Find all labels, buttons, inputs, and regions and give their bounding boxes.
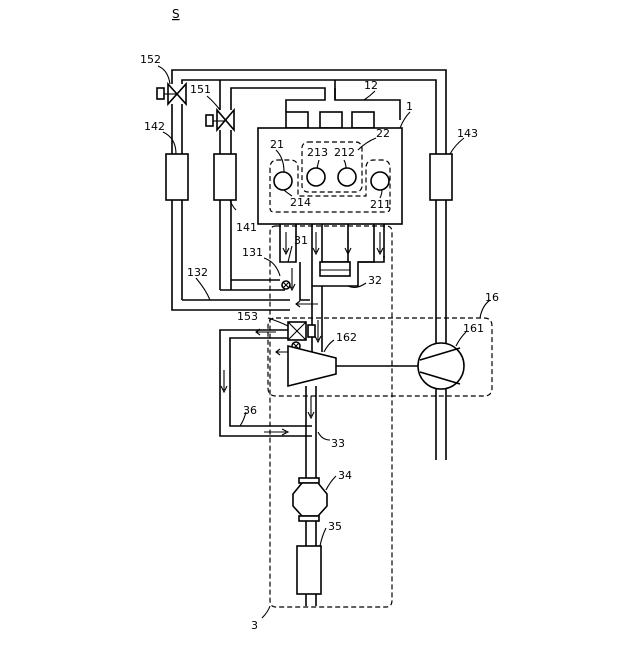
label-1: 1	[406, 100, 413, 113]
intake-runners	[286, 112, 374, 128]
sensor-142	[166, 154, 188, 200]
label-161: 161	[463, 322, 484, 335]
valve-153	[288, 322, 315, 350]
label-35: 35	[328, 520, 342, 533]
label-153: 153	[237, 310, 258, 323]
label-12: 12	[364, 79, 378, 92]
label-22: 22	[376, 127, 390, 140]
label-213: 213	[307, 146, 328, 159]
label-151: 151	[190, 83, 211, 96]
muffler-35	[297, 546, 321, 606]
cylinder-211	[371, 172, 389, 190]
compressor-161	[336, 343, 464, 389]
label-21: 21	[270, 138, 284, 151]
label-141: 141	[236, 221, 257, 234]
cylinder-214	[274, 172, 292, 190]
exhaust-pipe-32	[312, 286, 322, 352]
label-142: 142	[144, 120, 165, 133]
label-34: 34	[338, 469, 352, 482]
valve-152	[157, 84, 189, 104]
cylinder-213	[307, 168, 325, 186]
cylinder-212	[338, 168, 356, 186]
label-152: 152	[140, 53, 161, 66]
label-33: 33	[331, 437, 345, 450]
label-31: 31	[294, 234, 308, 247]
label-212: 212	[334, 146, 355, 159]
label-132: 132	[187, 266, 208, 279]
turbine-162	[276, 346, 336, 386]
sensor-143	[430, 154, 452, 200]
label-214: 214	[290, 196, 311, 209]
label-143: 143	[457, 127, 478, 140]
sensor-141	[214, 154, 236, 200]
label-131: 131	[242, 246, 263, 259]
valve-151	[206, 110, 237, 130]
label-36: 36	[243, 404, 257, 417]
label-211: 211	[370, 198, 391, 211]
figure-title: S	[172, 7, 180, 21]
label-3: 3	[251, 619, 258, 632]
exhaust-pipe-33	[306, 386, 316, 478]
label-162: 162	[336, 331, 357, 344]
label-32: 32	[368, 274, 382, 287]
catalyst-34	[293, 478, 327, 546]
label-16: 16	[485, 291, 499, 304]
